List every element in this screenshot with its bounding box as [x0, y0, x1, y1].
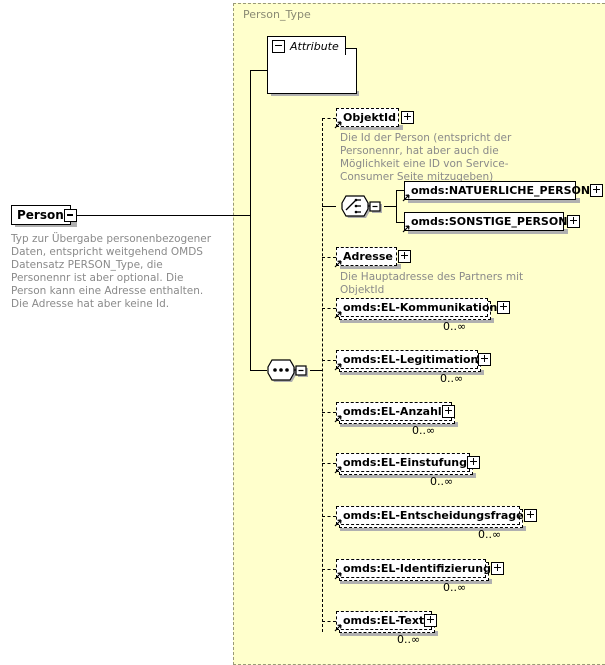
element-el-identifizierung-label: omds:EL-Identifizierung [343, 562, 491, 575]
element-objektid-shadow [340, 125, 403, 130]
element-el-kommunikation-label: omds:EL-Kommunikation [343, 301, 498, 314]
element-sonstige-person[interactable]: omds:SONSTIGE_PERSON [404, 212, 581, 231]
connector-to-el-legitimation [322, 360, 336, 361]
connector-to-objektid [322, 118, 336, 119]
element-adresse-documentation: Die Hauptadresse des Partners mit Objekt… [340, 271, 524, 296]
element-el-einstufung[interactable]: omds:EL-Einstufung [336, 453, 481, 472]
attribute-group-collapse-toggle[interactable] [272, 39, 285, 53]
connector-choice-to-sonstige [396, 221, 404, 223]
element-person-label: Person [17, 207, 64, 222]
element-el-kommunikation[interactable]: omds:EL-Kommunikation [336, 298, 511, 317]
element-el-anzahl-expand-toggle[interactable] [441, 405, 455, 418]
connector-to-el-einstufung [322, 463, 336, 464]
compositor-choice[interactable] [336, 193, 384, 219]
element-el-identifizierung[interactable]: omds:EL-Identifizierung [336, 559, 504, 578]
element-el-identifizierung-expand-toggle[interactable] [490, 562, 504, 575]
element-el-kommunikation-cardinality: 0..∞ [443, 320, 467, 333]
attribute-group-tab[interactable]: Attribute [267, 36, 346, 55]
element-sonstige-person-label: omds:SONSTIGE_PERSON [411, 215, 568, 228]
element-objektid-documentation: Die Id der Person (entspricht der Person… [340, 132, 512, 183]
element-el-identifizierung-ref-arrow [334, 566, 342, 580]
element-el-anzahl-label: omds:EL-Anzahl [343, 405, 442, 418]
element-el-identifizierung-shadow [340, 579, 492, 584]
connector-particle-spine [322, 118, 323, 632]
connector-choice-to-natuerliche [396, 190, 404, 191]
element-el-legitimation-ref-arrow [334, 357, 342, 371]
element-person[interactable]: Person [11, 205, 71, 225]
element-el-entscheidungsfrage-label: omds:EL-Entscheidungsfrage [343, 509, 524, 522]
element-objektid-label: ObjektId [343, 111, 396, 124]
connector-main-spine [250, 70, 251, 370]
connector-to-el-text [322, 621, 336, 622]
element-natuerliche-person[interactable]: omds:NATUERLICHE_PERSON [404, 181, 604, 200]
element-el-kommunikation-ref-arrow [334, 305, 342, 319]
type-container-label: Person_Type [243, 8, 311, 21]
element-el-kommunikation-shadow [340, 318, 494, 323]
element-el-entscheidungsfrage-ref-arrow [334, 513, 342, 527]
connector-spine-to-sequence [250, 369, 267, 371]
element-el-anzahl-cardinality: 0..∞ [412, 424, 436, 437]
element-objektid-expand-toggle[interactable] [401, 111, 414, 124]
connector-to-adresse [322, 257, 336, 258]
attribute-group-label: Attribute [290, 39, 339, 53]
element-el-text-shadow [340, 631, 438, 636]
element-sonstige-person-expand-toggle[interactable] [567, 215, 581, 228]
attribute-group-box [267, 48, 357, 94]
element-el-entscheidungsfrage-shadow [340, 526, 526, 531]
element-el-legitimation-label: omds:EL-Legitimation [343, 353, 479, 366]
element-el-anzahl-shadow [340, 422, 458, 427]
connector-to-el-entscheidungsfrage [322, 516, 336, 517]
connector-to-el-identifizierung [322, 569, 336, 570]
element-adresse[interactable]: Adresse [336, 247, 411, 266]
element-natuerliche-person-shadow [408, 198, 580, 203]
connector-to-el-kommunikation [322, 308, 336, 309]
element-el-legitimation-shadow [340, 370, 484, 375]
connector-choice-branch [396, 190, 397, 222]
element-person-collapse-toggle[interactable] [64, 208, 77, 222]
element-adresse-label: Adresse [343, 250, 393, 263]
connector-sequence-to-spine [310, 369, 323, 371]
element-el-text-expand-toggle[interactable] [424, 614, 438, 627]
element-el-text-cardinality: 0..∞ [397, 633, 421, 646]
element-el-einstufung-shadow [340, 473, 476, 478]
connector-person-to-spine [77, 214, 250, 216]
element-el-einstufung-expand-toggle[interactable] [467, 456, 481, 469]
element-el-text[interactable]: omds:EL-Text [336, 611, 438, 630]
element-adresse-expand-toggle[interactable] [397, 250, 411, 263]
element-el-anzahl-ref-arrow [334, 409, 342, 423]
connector-spine-to-attribute [250, 70, 267, 71]
element-adresse-shadow [340, 264, 401, 269]
element-el-entscheidungsfrage-expand-toggle[interactable] [523, 509, 537, 522]
element-el-legitimation-expand-toggle[interactable] [478, 353, 492, 366]
element-adresse-ref-arrow [334, 254, 342, 268]
element-el-text-label: omds:EL-Text [343, 614, 425, 627]
element-el-entscheidungsfrage[interactable]: omds:EL-Entscheidungsfrage [336, 506, 537, 525]
element-el-legitimation-cardinality: 0..∞ [440, 372, 464, 385]
element-el-einstufung-label: omds:EL-Einstufung [343, 456, 468, 469]
element-objektid-ref-arrow [334, 115, 342, 129]
connector-choice-stub [384, 205, 396, 207]
connector-to-el-anzahl [322, 412, 336, 413]
element-sonstige-person-shadow [408, 229, 568, 234]
element-el-anzahl[interactable]: omds:EL-Anzahl [336, 402, 455, 421]
element-objektid[interactable]: ObjektId [336, 108, 414, 127]
element-person-documentation: Typ zur Übergabe personenbezogener Daten… [11, 233, 212, 310]
element-el-legitimation[interactable]: omds:EL-Legitimation [336, 350, 492, 369]
element-natuerliche-person-label: omds:NATUERLICHE_PERSON [411, 184, 591, 197]
element-el-identifizierung-cardinality: 0..∞ [443, 581, 467, 594]
element-el-entscheidungsfrage-cardinality: 0..∞ [478, 528, 502, 541]
element-natuerliche-person-expand-toggle[interactable] [590, 184, 604, 197]
element-el-einstufung-ref-arrow [334, 460, 342, 474]
connector-to-choice [322, 205, 336, 207]
element-el-kommunikation-expand-toggle[interactable] [497, 301, 511, 314]
element-el-einstufung-cardinality: 0..∞ [430, 475, 454, 488]
element-el-text-ref-arrow [334, 618, 342, 632]
element-sonstige-person-ref-arrow [402, 219, 410, 233]
type-container-person-type [233, 3, 605, 665]
element-natuerliche-person-ref-arrow [402, 188, 410, 202]
compositor-sequence[interactable] [262, 357, 310, 383]
